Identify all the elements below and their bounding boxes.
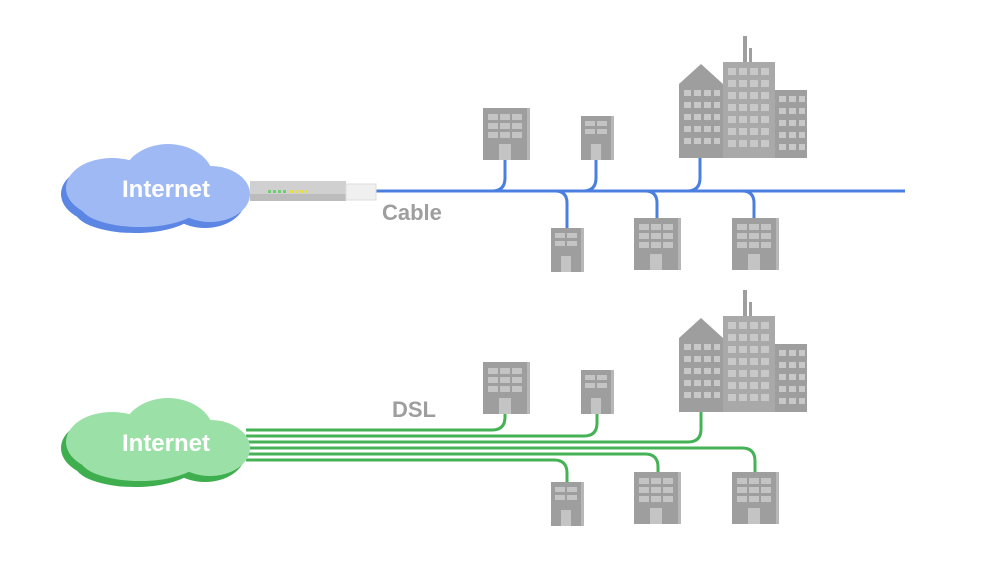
dsl-line: [246, 452, 660, 472]
cable-branch: [554, 189, 569, 228]
dsl-line: [246, 412, 703, 444]
cable-branch: [741, 189, 756, 218]
dsl-section: Internet DSL: [61, 290, 807, 526]
building-icon: [483, 362, 530, 414]
dsl-label: DSL: [392, 397, 436, 422]
building-icon: [634, 472, 681, 524]
dsl-line: [246, 412, 507, 432]
cloud-label-dsl: Internet: [122, 430, 210, 457]
internet-cloud-cable: Internet: [61, 144, 250, 233]
dsl-line: [246, 458, 569, 482]
building-icon: [551, 228, 584, 272]
cable-branch: [582, 160, 598, 193]
dsl-line: [246, 446, 757, 472]
building-icon: [551, 482, 584, 526]
cable-branch: [686, 158, 702, 193]
dsl-line: [246, 410, 599, 438]
building-icon: [581, 370, 614, 414]
city-icon: [679, 290, 807, 412]
city-icon: [679, 36, 807, 158]
internet-cloud-dsl: Internet: [61, 398, 250, 487]
building-icon: [732, 472, 779, 524]
building-icon: [732, 218, 779, 270]
cable-section: Internet Cable: [61, 36, 905, 272]
cable-branch: [491, 160, 507, 193]
cable-label: Cable: [382, 200, 442, 225]
building-icon: [634, 218, 681, 270]
cable-modem: [250, 181, 377, 201]
cloud-label-cable: Internet: [122, 176, 210, 203]
building-icon: [581, 116, 614, 160]
cable-branch: [644, 189, 659, 218]
building-icon: [483, 108, 530, 160]
